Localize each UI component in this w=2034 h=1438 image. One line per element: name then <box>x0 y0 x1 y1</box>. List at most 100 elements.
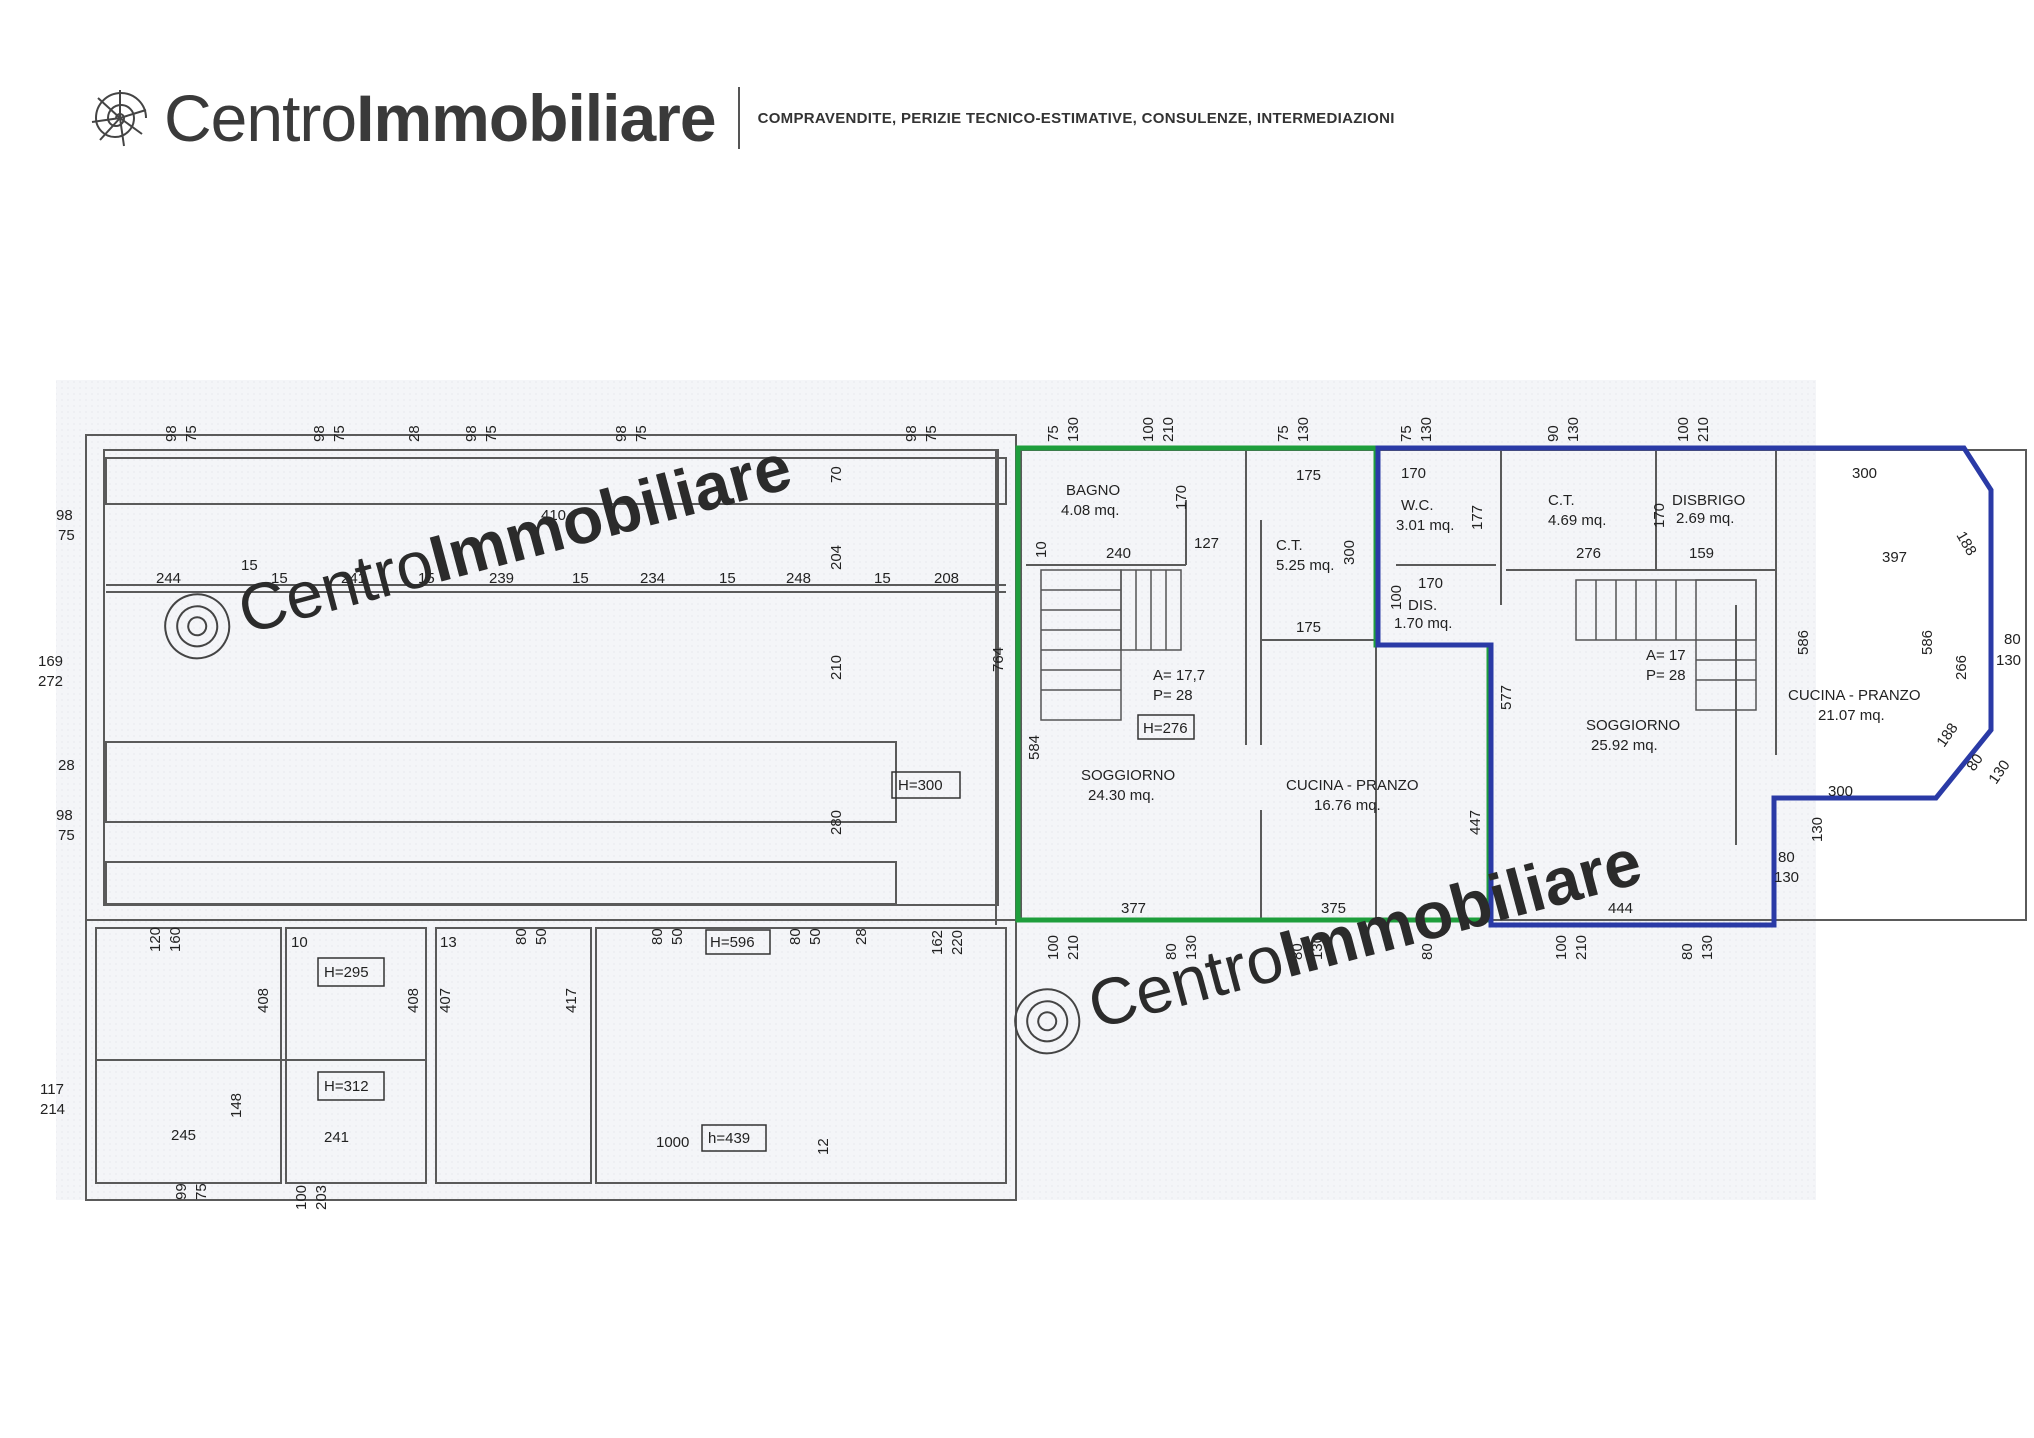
dim-g-417: 417 <box>563 988 580 1013</box>
dim-w-70: 70 <box>828 466 845 483</box>
dim-w-15c: 15 <box>418 570 435 587</box>
dim-586b: 586 <box>1919 630 1936 655</box>
dim-447: 447 <box>1467 810 1484 835</box>
dim-127: 127 <box>1194 535 1219 552</box>
watermark-1-shell-icon <box>164 593 231 660</box>
nautilus-shell-icon <box>91 90 147 147</box>
unit-outline-blue <box>1375 445 1994 928</box>
dim-top-28: 28 <box>406 425 423 442</box>
dim-b-210a: 210 <box>1065 935 1082 960</box>
dim-top-98e: 98 <box>903 425 920 442</box>
dim-top-130d: 130 <box>1565 417 1582 442</box>
dim-w-234: 234 <box>640 570 665 587</box>
dim-w-204: 204 <box>828 545 845 570</box>
dim-175b: 175 <box>1296 619 1321 636</box>
room-soggiorno1-area: 24.30 mq. <box>1088 787 1155 804</box>
dim-b-100b: 100 <box>1553 935 1570 960</box>
dim-b-160: 160 <box>167 927 184 952</box>
dim-w-239: 239 <box>489 570 514 587</box>
height-h300: H=300 <box>898 777 943 794</box>
dim-10: 10 <box>1033 541 1050 558</box>
room-ct1-name: C.T. <box>1276 537 1303 554</box>
dim-top-130c: 130 <box>1418 417 1435 442</box>
dim-top-98c: 98 <box>463 425 480 442</box>
dim-300b: 300 <box>1852 465 1877 482</box>
dim-b-210b: 210 <box>1573 935 1590 960</box>
dim-b-130c: 130 <box>1699 935 1716 960</box>
dim-w-15f: 15 <box>874 570 891 587</box>
dim-584: 584 <box>1026 735 1043 760</box>
dim-177: 177 <box>1469 505 1486 530</box>
brand-name-part2: Immobiliare <box>356 81 716 155</box>
dim-top-75d: 75 <box>633 425 650 442</box>
dim-300c: 300 <box>1828 783 1853 800</box>
dim-g-148: 148 <box>228 1093 245 1118</box>
staircase-2 <box>1575 579 1757 711</box>
dim-b-50a: 50 <box>533 928 550 945</box>
dim-w-15b: 15 <box>271 570 288 587</box>
dim-top-75f: 75 <box>1045 425 1062 442</box>
dim-80b: 80 <box>1963 751 1986 774</box>
dim-b-50b: 50 <box>669 928 686 945</box>
dim-g-203: 203 <box>313 1185 330 1210</box>
dim-b-80d: 80 <box>1163 943 1180 960</box>
room-disbrigo-name: DISBRIGO <box>1672 492 1745 509</box>
dim-w-210: 210 <box>828 655 845 680</box>
dim-top-210a: 210 <box>1160 417 1177 442</box>
dim-g-75: 75 <box>193 1183 210 1200</box>
dim-b-13: 13 <box>440 934 457 951</box>
room-dis-area: 1.70 mq. <box>1394 615 1452 632</box>
dim-375: 375 <box>1321 900 1346 917</box>
room-ct2-area: 4.69 mq. <box>1548 512 1606 529</box>
dim-w-248: 248 <box>786 570 811 587</box>
dim-left-98a: 98 <box>56 507 73 524</box>
room-soggiorno2-area: 25.92 mq. <box>1591 737 1658 754</box>
dim-170d: 170 <box>1651 503 1668 528</box>
height-h276: H=276 <box>1143 720 1188 737</box>
dim-b-50c: 50 <box>807 928 824 945</box>
dim-top-98b: 98 <box>311 425 328 442</box>
dim-170c: 170 <box>1418 575 1443 592</box>
dim-300a: 300 <box>1341 540 1358 565</box>
dim-b-80c: 80 <box>787 928 804 945</box>
dim-left-75a: 75 <box>58 527 75 544</box>
dim-170a: 170 <box>1173 485 1190 510</box>
room-cucina1-area: 16.76 mq. <box>1314 797 1381 814</box>
dim-g-408b: 408 <box>405 988 422 1013</box>
dim-80a: 80 <box>2004 631 2021 648</box>
height-h312: H=312 <box>324 1078 369 1095</box>
stair1-tread: P= 28 <box>1153 687 1193 704</box>
dim-left-272: 272 <box>38 673 63 690</box>
dim-top-75c: 75 <box>483 425 500 442</box>
brand-name-part1: Centro <box>164 81 357 155</box>
brand-header: CentroImmobiliare COMPRAVENDITE, PERIZIE… <box>84 78 1395 158</box>
stair1-rise: A= 17,7 <box>1153 667 1205 684</box>
dim-g-241: 241 <box>324 1129 349 1146</box>
dim-top-90: 90 <box>1545 425 1562 442</box>
dim-g-407: 407 <box>437 988 454 1013</box>
dim-g-99: 99 <box>173 1183 190 1200</box>
room-cucina2-name: CUCINA - PRANZO <box>1788 687 1921 704</box>
dim-w-208: 208 <box>934 570 959 587</box>
dim-w-15e: 15 <box>719 570 736 587</box>
dim-80c: 80 <box>1778 849 1795 866</box>
dim-top-130b: 130 <box>1295 417 1312 442</box>
room-dis-name: DIS. <box>1408 597 1437 614</box>
room-wc-name: W.C. <box>1401 497 1434 514</box>
dim-b-120: 120 <box>147 927 164 952</box>
dim-left-117: 117 <box>40 1081 64 1098</box>
dim-top-75g: 75 <box>1275 425 1292 442</box>
dim-100a: 100 <box>1388 585 1405 610</box>
dim-b-80g: 80 <box>1679 943 1696 960</box>
dim-764: 764 <box>990 647 1007 672</box>
dim-top-75h: 75 <box>1398 425 1415 442</box>
floor-plan: BAGNO 4.08 mq. C.T. 5.25 mq. SOGGIORNO 2… <box>36 380 2030 1210</box>
dim-g-12: 12 <box>815 1138 832 1155</box>
dim-top-100b: 100 <box>1675 417 1692 442</box>
room-wc-area: 3.01 mq. <box>1396 517 1454 534</box>
dim-w-244: 244 <box>156 570 181 587</box>
dim-130a: 130 <box>1996 652 2021 669</box>
dim-159: 159 <box>1689 545 1714 562</box>
dim-left-98b: 98 <box>56 807 73 824</box>
dim-b-162: 162 <box>929 930 946 955</box>
